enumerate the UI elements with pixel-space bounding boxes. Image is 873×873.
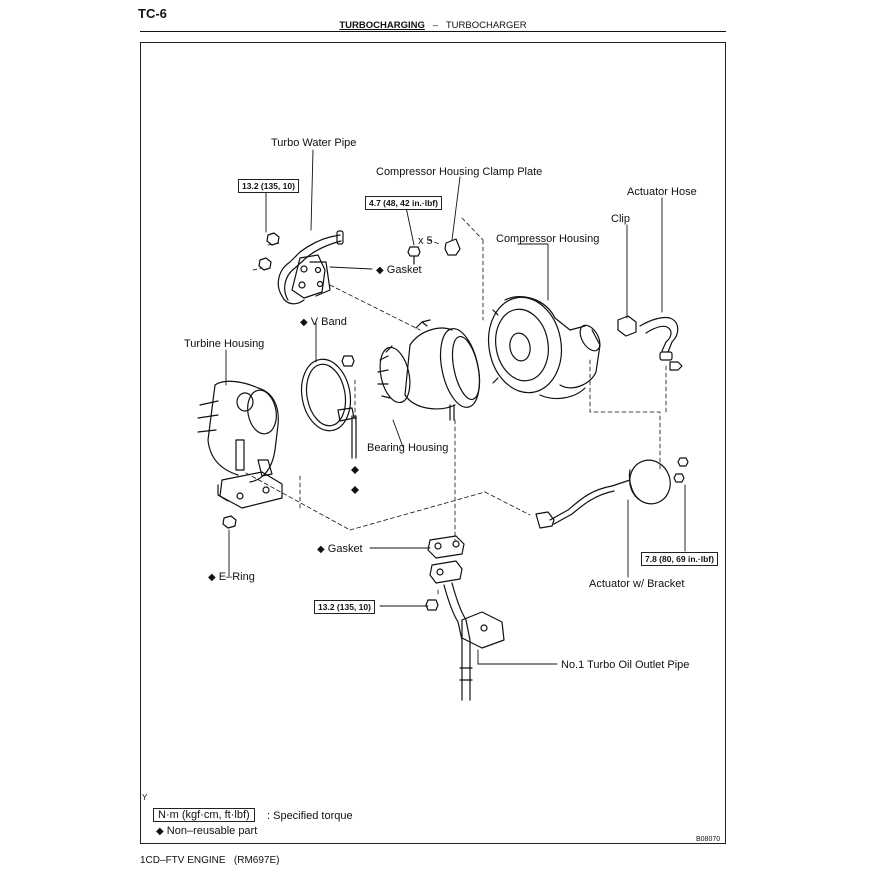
label-compressor-housing: Compressor Housing: [496, 233, 600, 245]
label-actuator-hose: Actuator Hose: [627, 186, 697, 198]
label-turbine-housing: Turbine Housing: [184, 338, 265, 350]
v-band-nonreusable-marks: [351, 466, 359, 494]
non-reusable-icon: ◆: [317, 544, 325, 555]
torque-actuator: 7.8 (80, 69 in.·lbf): [641, 552, 718, 566]
header-rule: [140, 31, 726, 32]
non-reusable-icon: ◆: [300, 317, 308, 328]
label-clip: Clip: [611, 213, 630, 225]
turbo-water-pipe: [277, 230, 344, 305]
oil-outlet-pipe-shape: [425, 535, 505, 701]
legend-torque-unit: N·m (kgf·cm, ft·lbf): [153, 808, 255, 822]
torque-clamp-plate: 4.7 (48, 42 in.·lbf): [365, 196, 442, 210]
corner-mark: Y: [142, 793, 148, 802]
compressor-housing-shape: [487, 296, 601, 400]
leader-lines: [225, 149, 686, 665]
label-gasket-upper: ◆ Gasket: [376, 264, 422, 276]
v-band-shape: [300, 355, 357, 459]
turbine-housing-shape: [197, 380, 283, 509]
actuator-hose-shape: [617, 315, 683, 371]
label-actuator-with-bracket: Actuator w/ Bracket: [589, 578, 685, 590]
page-footer: 1CD–FTV ENGINE (RM697E): [140, 855, 280, 866]
actuator-shape: [535, 457, 689, 529]
footer-manual: (RM697E): [233, 855, 280, 866]
assembly-lines: [245, 217, 667, 596]
page-header: TURBOCHARGING – TURBOCHARGER: [140, 20, 726, 31]
footer-engine: 1CD–FTV ENGINE: [140, 855, 226, 866]
page-code: TC-6: [138, 6, 167, 21]
figure-number: B08070: [696, 836, 721, 843]
non-reusable-icon: ◆: [156, 826, 164, 837]
gasket-upper-text: Gasket: [386, 264, 422, 276]
e-ring-text: E–Ring: [218, 571, 255, 583]
section-title: TURBOCHARGING: [339, 20, 425, 31]
clamp-plate-parts: [407, 238, 461, 265]
header-separator: –: [432, 20, 439, 31]
figure-frame: [140, 42, 726, 844]
label-turbo-water-pipe: Turbo Water Pipe: [271, 137, 357, 149]
label-compressor-housing-clamp-plate: Compressor Housing Clamp Plate: [376, 166, 543, 178]
legend-non-reusable: ◆ Non–reusable part: [156, 825, 257, 837]
v-band-text: V Band: [310, 316, 347, 328]
non-reusable-icon: ◆: [208, 572, 216, 583]
label-gasket-lower: ◆ Gasket: [317, 543, 363, 555]
e-ring-shape: [222, 515, 237, 529]
label-v-band: ◆ V Band: [300, 316, 347, 328]
legend-non-reusable-text: Non–reusable part: [166, 825, 258, 837]
bearing-housing-shape: [377, 319, 481, 421]
non-reusable-icon: ◆: [376, 265, 384, 276]
torque-water-pipe: 13.2 (135, 10): [238, 179, 299, 193]
water-pipe-nuts: [258, 232, 280, 271]
subsection-title: TURBOCHARGER: [445, 20, 527, 31]
label-bearing-housing: Bearing Housing: [367, 442, 449, 454]
label-e-ring: ◆ E–Ring: [208, 571, 255, 583]
legend-torque-desc: : Specified torque: [267, 810, 353, 822]
label-bolt-count: x 5: [418, 235, 433, 247]
gasket-lower-text: Gasket: [327, 543, 363, 555]
torque-oil-pipe: 13.2 (135, 10): [314, 600, 375, 614]
label-oil-outlet-pipe: No.1 Turbo Oil Outlet Pipe: [561, 659, 690, 671]
